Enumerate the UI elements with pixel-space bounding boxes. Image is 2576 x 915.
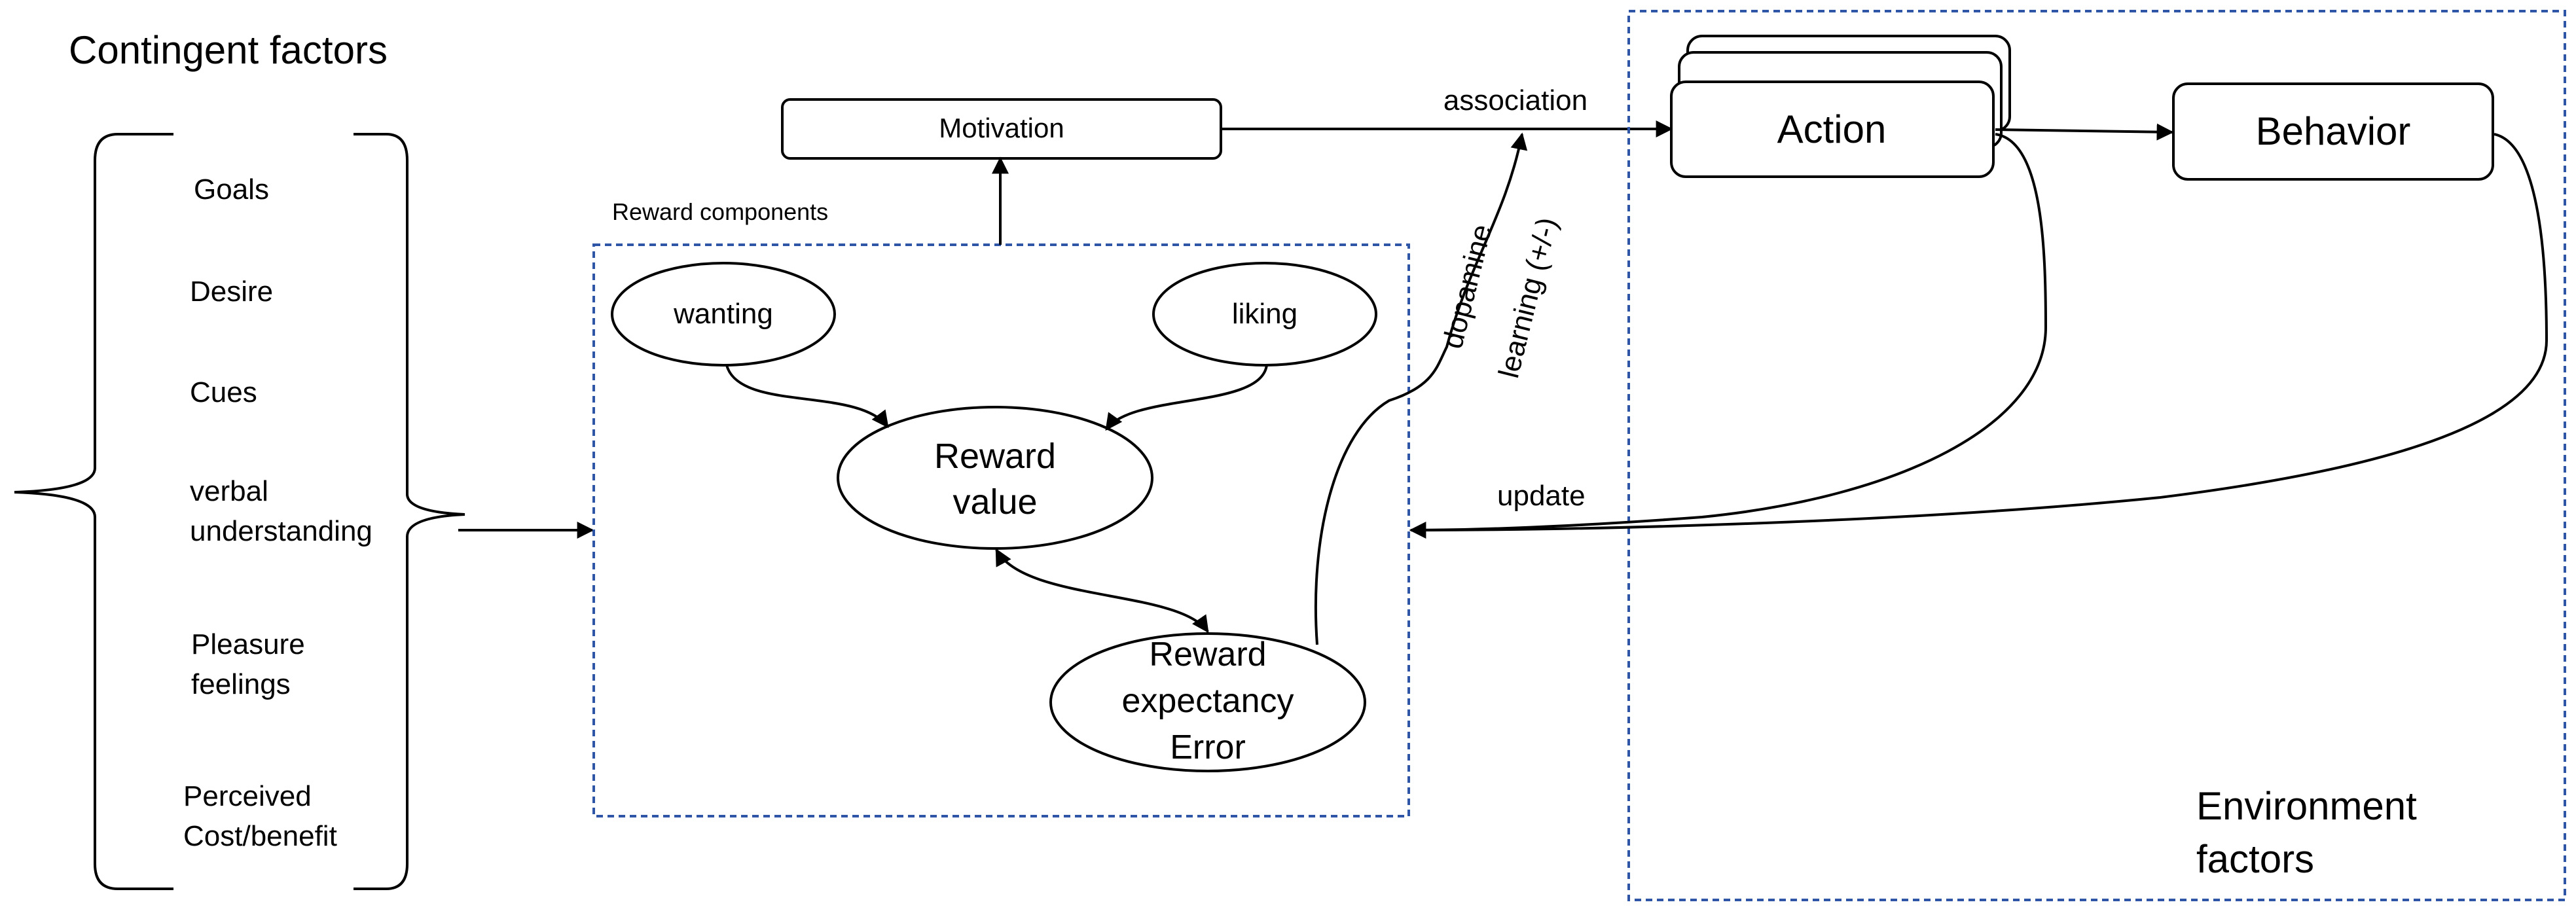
behavior-update-arrow (1409, 133, 2549, 539)
value-error-arrow (995, 548, 1209, 634)
action-update-curve (1410, 133, 2048, 531)
wanting-label: wanting (673, 298, 773, 330)
reward-value-node (837, 406, 1153, 550)
action-label: Action (1777, 107, 1887, 151)
liking-node (1152, 262, 1377, 367)
factor-pleasure-feelings-2: feelings (191, 668, 291, 700)
page-title: Contingent factors (69, 28, 388, 72)
liking-label: liking (1232, 298, 1297, 330)
reward-expectancy-error-label-3: Error (1170, 728, 1246, 766)
reward-expectancy-error-node (1049, 632, 1366, 772)
factor-verbal-understanding-2: understanding (190, 515, 372, 547)
reward-components-label: Reward components (612, 198, 828, 225)
wanting-to-value-arrow (725, 365, 889, 429)
reward-value-label: Reward (934, 437, 1056, 476)
factor-desire: Desire (190, 276, 273, 308)
reward-expectancy-error-label: Reward (1149, 636, 1266, 673)
reward-value-label-2: value (952, 482, 1037, 522)
dopamine-learning-arrow (1314, 132, 1528, 645)
environment-factors-label-2: factors (2196, 837, 2314, 881)
reward-expectancy-error-label-2: expectancy (1121, 682, 1294, 720)
factor-pleasure-feelings: Pleasure (191, 628, 305, 660)
factors-brace (14, 133, 173, 890)
factors-list: Goals Desire Cues verbal understanding P… (183, 173, 372, 852)
factor-verbal-understanding: verbal (190, 475, 268, 507)
action-to-behavior-arrow (1995, 123, 2174, 141)
factor-perceived-cost-benefit: Perceived (183, 780, 312, 812)
dopamine-label: dopamine (1436, 221, 1498, 351)
environment-box (1627, 10, 2566, 901)
update-label: update (1497, 480, 1586, 512)
environment-factors-label: Environment (2196, 784, 2417, 828)
factor-perceived-cost-benefit-2: Cost/benefit (183, 820, 337, 852)
motivation-label: Motivation (939, 113, 1064, 143)
action-box (1670, 81, 1995, 178)
factor-goals: Goals (194, 173, 269, 206)
association-label: association (1443, 84, 1587, 117)
wanting-node (611, 262, 836, 367)
factor-cues: Cues (190, 376, 257, 408)
behavior-label: Behavior (2256, 109, 2411, 153)
reward-components-box (592, 243, 1410, 817)
liking-to-value-arrow (1105, 365, 1268, 431)
factors-brace-right (354, 133, 465, 890)
learning-label: learning (+/-) (1493, 214, 1563, 381)
